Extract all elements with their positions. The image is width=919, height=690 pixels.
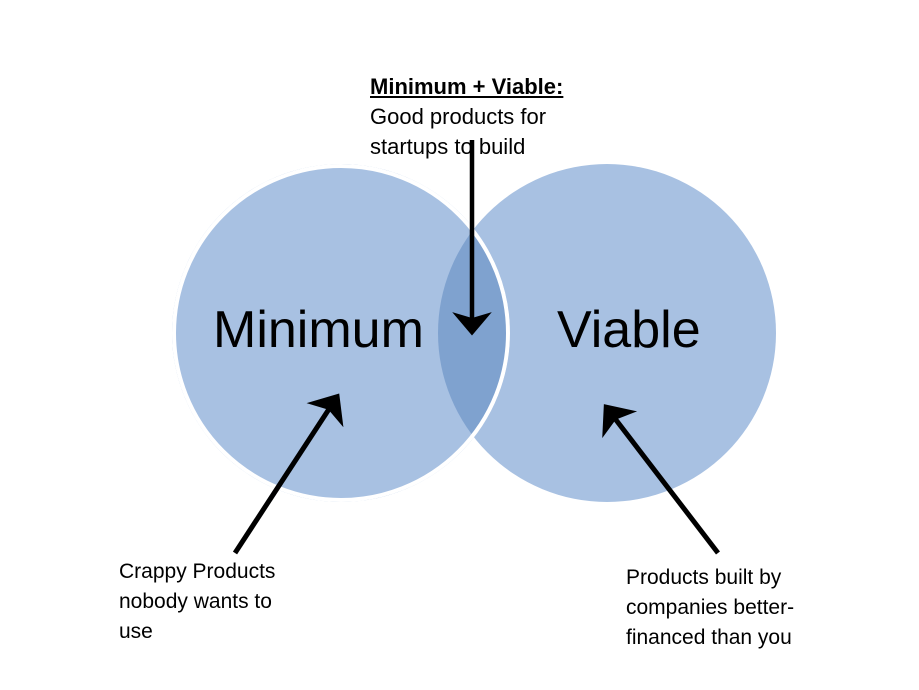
intersection-callout: Minimum + Viable: Good products for star… bbox=[370, 42, 630, 192]
intersection-callout-heading: Minimum + Viable: bbox=[370, 74, 564, 99]
minimum-circle-outline bbox=[172, 164, 510, 502]
right-callout-text: Products built by companies better- fina… bbox=[626, 566, 795, 649]
minimum-circle-label: Minimum bbox=[213, 301, 424, 359]
viable-circle bbox=[438, 164, 776, 502]
left-callout-text: Crappy Products nobody wants to use bbox=[119, 560, 276, 643]
viable-circle-label: Viable bbox=[557, 301, 701, 359]
intersection-callout-body: Good products for startups to build bbox=[370, 104, 547, 159]
left-callout-arrow bbox=[232, 393, 344, 555]
right-callout-arrow bbox=[602, 404, 720, 555]
minimum-circle bbox=[172, 164, 510, 502]
